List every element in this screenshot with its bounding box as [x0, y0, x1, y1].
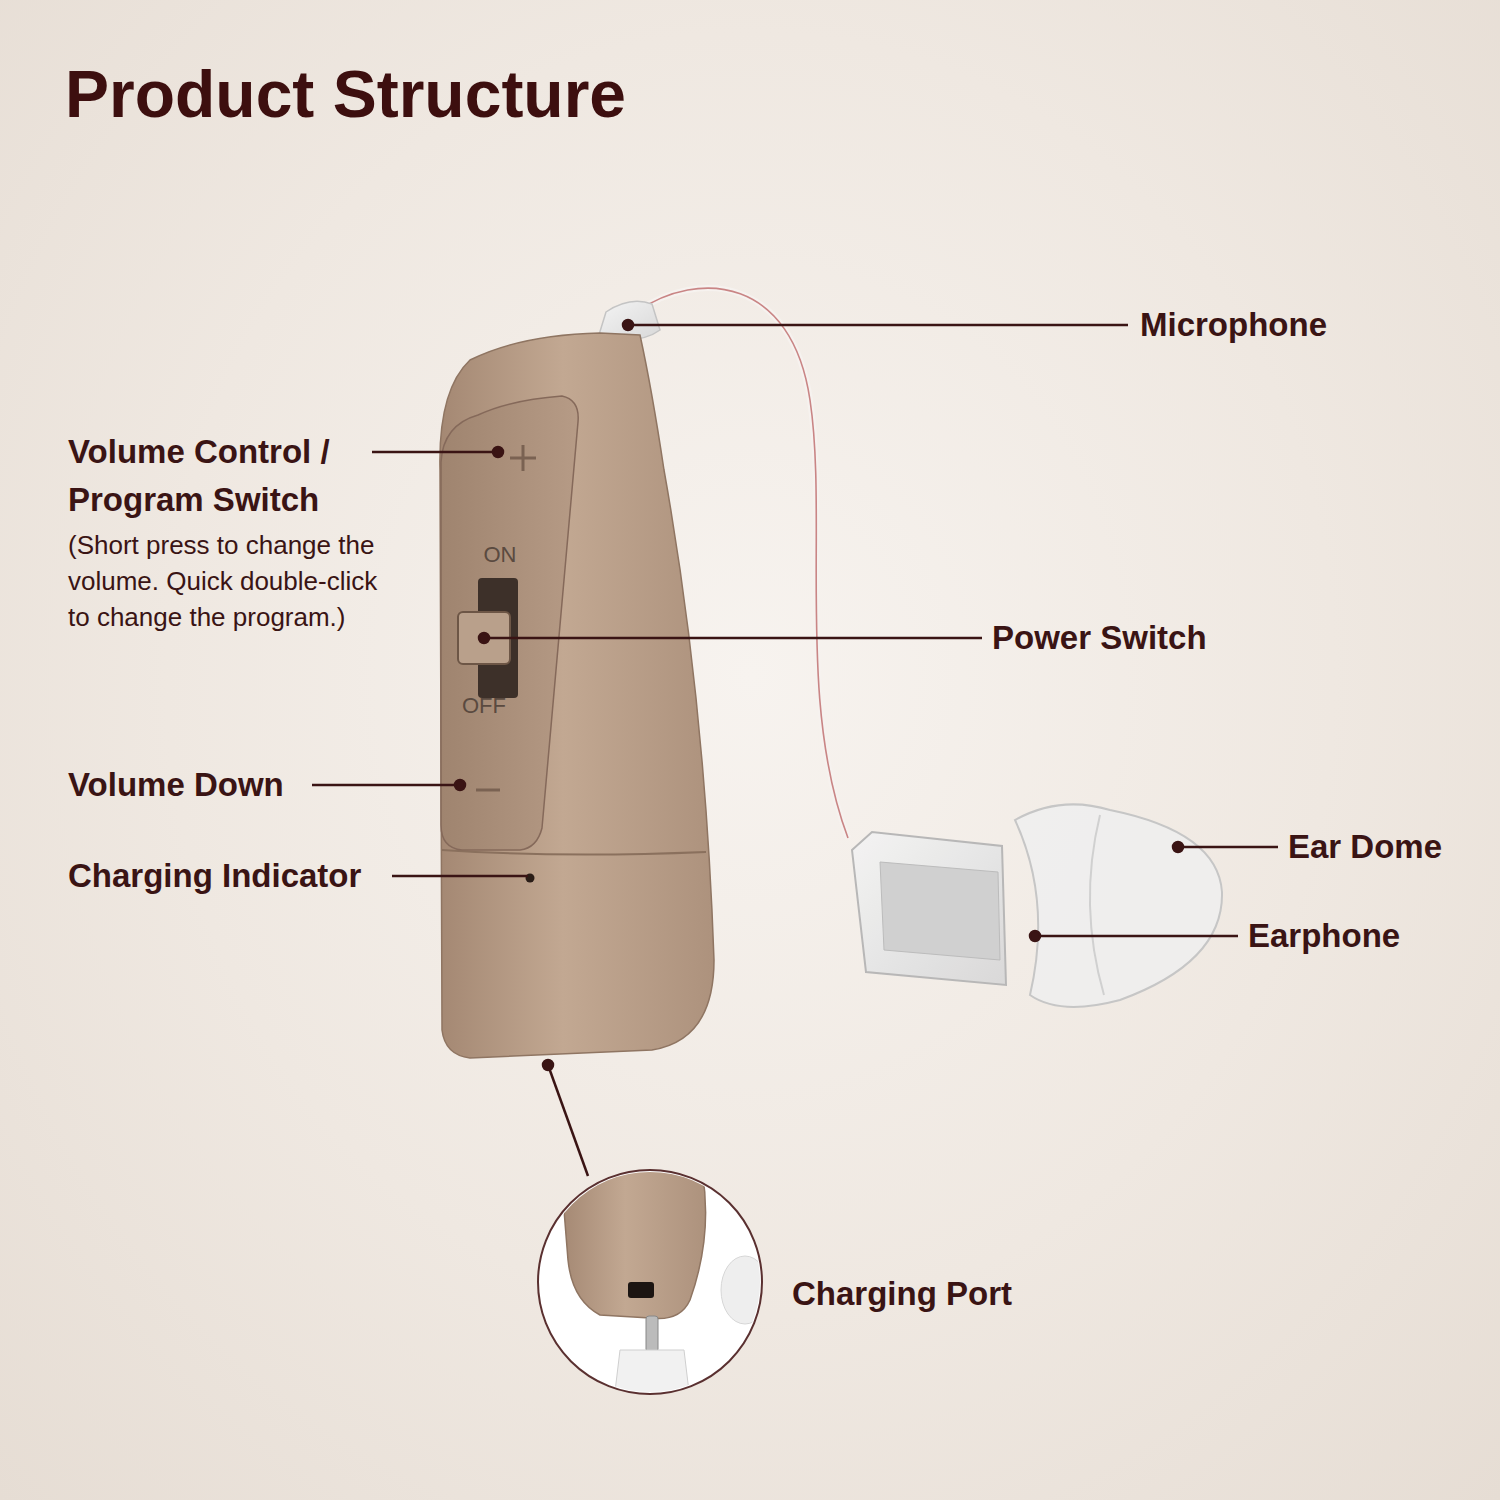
- control-panel: [441, 396, 578, 850]
- leader-dot: [479, 633, 489, 643]
- part-label: Ear Dome: [1288, 823, 1442, 871]
- leader-line: [484, 637, 982, 640]
- part-label: Volume Down: [68, 761, 284, 809]
- leader-line: [628, 324, 1128, 327]
- leader-line: [548, 1065, 588, 1176]
- leader-dot: [623, 320, 633, 330]
- plus-symbol: [510, 445, 536, 471]
- device-marking: ON: [484, 544, 517, 566]
- device-body: [440, 333, 714, 1058]
- leader-line: [392, 875, 528, 878]
- part-label: Microphone: [1140, 301, 1327, 349]
- receiver: [852, 832, 1006, 985]
- leader-dot: [1030, 931, 1040, 941]
- leader-line: [1178, 846, 1278, 849]
- leader-line: [1035, 935, 1238, 938]
- leader-line: [372, 451, 498, 454]
- dome-edge: [1090, 815, 1104, 995]
- title: Product Structure: [65, 58, 626, 131]
- leader-dot: [455, 780, 465, 790]
- part-label: Volume Control / Program Switch: [68, 428, 388, 524]
- part-label: Charging Port: [792, 1270, 1012, 1318]
- part-label: Charging Indicator: [68, 852, 361, 900]
- note-text: (Short press to change the volume. Quick…: [68, 527, 398, 635]
- part-label: Power Switch: [992, 614, 1207, 662]
- ear-dome: [1015, 804, 1222, 1007]
- leader-dot: [493, 447, 503, 457]
- leader-dot: [543, 1060, 553, 1070]
- leader-dot: [1173, 842, 1183, 852]
- receiver-core: [880, 862, 1000, 960]
- inset-detail: [560, 1160, 769, 1400]
- leader-line: [312, 784, 460, 787]
- device-marking: OFF: [462, 695, 506, 717]
- minus-symbol: [476, 789, 500, 792]
- part-label: Earphone: [1248, 912, 1400, 960]
